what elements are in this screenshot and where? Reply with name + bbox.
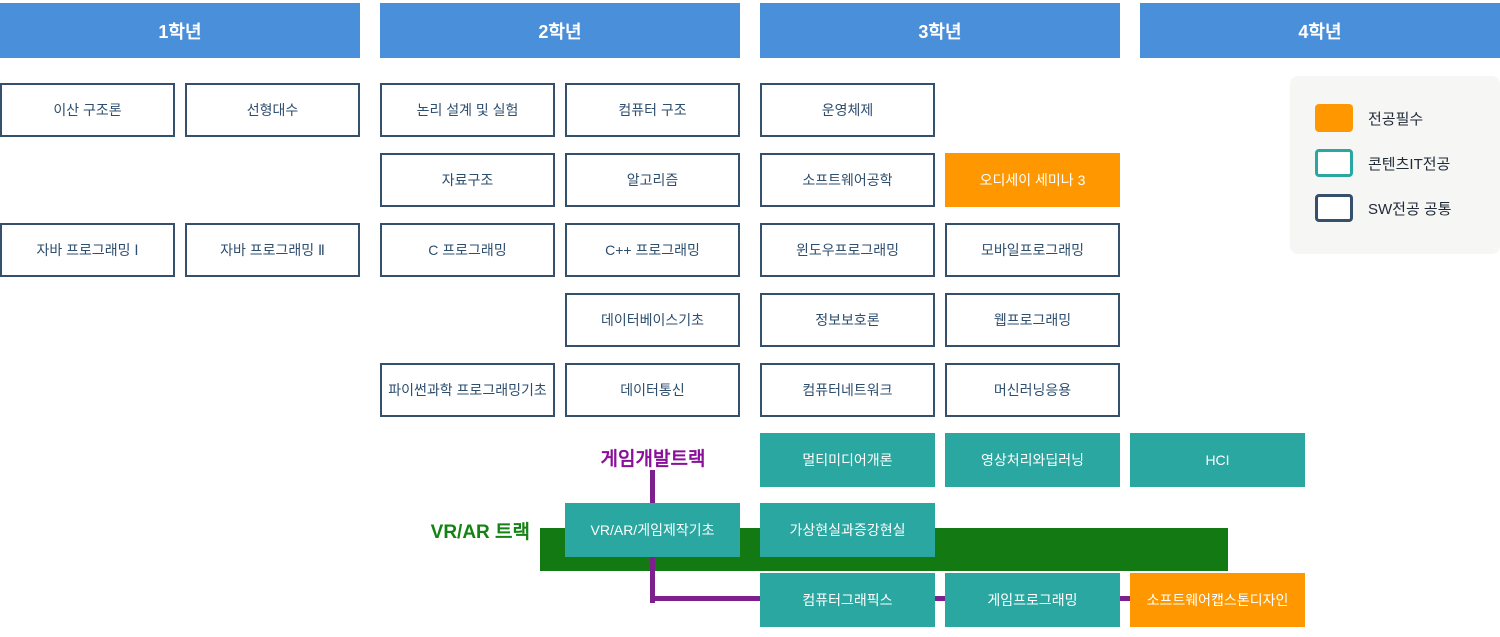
legend-item: 콘텐츠IT전공 (1315, 149, 1500, 177)
year-header-1: 1학년 (0, 3, 360, 58)
legend-label: 콘텐츠IT전공 (1368, 155, 1451, 173)
course-box: 선형대수 (185, 83, 360, 137)
legend-swatch-required (1315, 104, 1353, 132)
course-box: 운영체제 (760, 83, 935, 137)
course-box: 자바 프로그래밍 Ⅰ (0, 223, 175, 277)
course-box: 머신러닝응용 (945, 363, 1120, 417)
course-box: 컴퓨터 구조 (565, 83, 740, 137)
course-box: 알고리즘 (565, 153, 740, 207)
legend-swatch-common (1315, 194, 1353, 222)
year-header-3: 3학년 (760, 3, 1120, 58)
course-box: 웹프로그래밍 (945, 293, 1120, 347)
course-box: 정보보호론 (760, 293, 935, 347)
legend-label: 전공필수 (1368, 110, 1424, 128)
year-header-2: 2학년 (380, 3, 740, 58)
course-box: 파이썬과학 프로그래밍기초 (380, 363, 555, 417)
course-box: 소프트웨어공학 (760, 153, 935, 207)
course-box: 논리 설계 및 실험 (380, 83, 555, 137)
course-box: 데이터통신 (565, 363, 740, 417)
legend-item: SW전공 공통 (1315, 194, 1500, 222)
course-box: VR/AR/게임제작기초 (565, 503, 740, 557)
course-box: 멀티미디어개론 (760, 433, 935, 487)
course-box: 모바일프로그래밍 (945, 223, 1120, 277)
course-box: 게임프로그래밍 (945, 573, 1120, 627)
course-box: HCI (1130, 433, 1305, 487)
game-track-label: 게임개발트랙 (600, 449, 706, 470)
course-box: 가상현실과증강현실 (760, 503, 935, 557)
course-box: 자바 프로그래밍 Ⅱ (185, 223, 360, 277)
course-box: C 프로그래밍 (380, 223, 555, 277)
legend-item: 전공필수 (1315, 104, 1500, 132)
course-box: 소프트웨어캡스톤디자인 (1130, 573, 1305, 627)
legend-label: SW전공 공통 (1368, 200, 1452, 218)
legend-swatch-contents (1315, 149, 1353, 177)
course-box: 자료구조 (380, 153, 555, 207)
course-box: 오디세이 세미나 3 (945, 153, 1120, 207)
course-box: 영상처리와딥러닝 (945, 433, 1120, 487)
course-box: 컴퓨터그래픽스 (760, 573, 935, 627)
course-box: 데이터베이스기초 (565, 293, 740, 347)
course-box: 컴퓨터네트워크 (760, 363, 935, 417)
course-box: 윈도우프로그래밍 (760, 223, 935, 277)
vrar-track-label: VR/AR 트랙 (430, 522, 530, 543)
year-header-4: 4학년 (1140, 3, 1500, 58)
course-box: 이산 구조론 (0, 83, 175, 137)
course-box: C++ 프로그래밍 (565, 223, 740, 277)
